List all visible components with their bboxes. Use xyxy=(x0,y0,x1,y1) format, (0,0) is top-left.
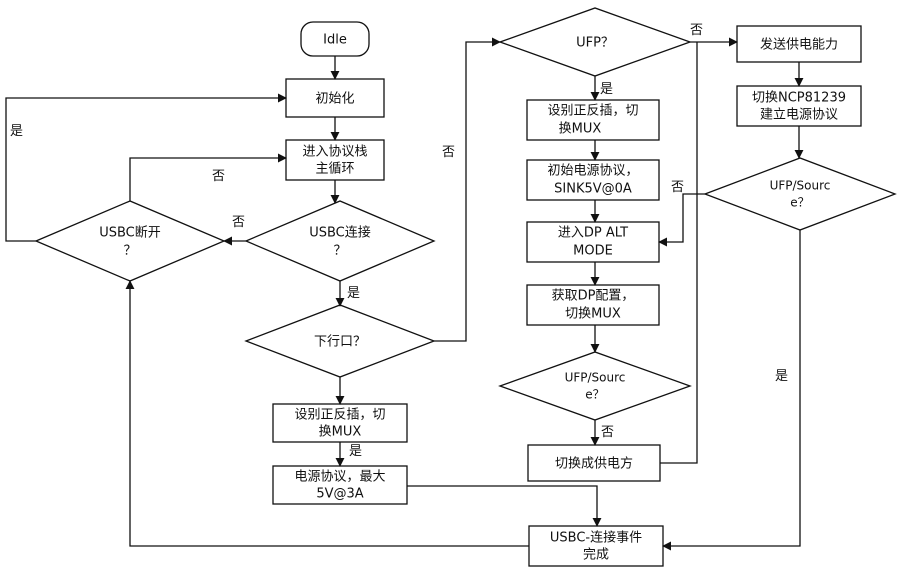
label-right-no: 否 xyxy=(671,180,684,195)
usbc-connect-text-2: ？ xyxy=(333,244,346,259)
label-disconnect-yes: 是 xyxy=(10,124,23,139)
idle-text: Idle xyxy=(323,33,347,48)
edge-power-done xyxy=(407,485,602,527)
ufp-source-right-text-2: e？ xyxy=(790,196,809,210)
edge-disconnect-no xyxy=(129,153,287,201)
mid-orient-text-2: 换MUX xyxy=(559,122,602,137)
label-right-yes: 是 xyxy=(775,369,788,384)
left-power-text-1: 电源协议，最大 xyxy=(294,470,385,485)
init-node xyxy=(285,78,385,118)
ufp-source-mid-text-2: e？ xyxy=(585,388,604,402)
usbc-done-text-2: 完成 xyxy=(583,548,609,563)
edge-right-yes xyxy=(662,230,801,551)
ufp-source-mid-decision xyxy=(498,351,692,421)
ufp-source-mid-text-1: UFP/Sourc xyxy=(565,371,626,385)
dfp-text: 下行口？ xyxy=(314,335,366,350)
edge-dfp-no xyxy=(434,37,501,342)
main-loop-text-1: 进入协议栈 xyxy=(302,145,367,160)
left-power-text-2: 5V@3A xyxy=(316,487,363,502)
left-orient-text-1: 设别正反插，切 xyxy=(294,408,385,423)
usbc-connect-decision xyxy=(244,200,436,282)
mid-init-power-text-2: SINK5V@0A xyxy=(554,182,632,197)
edge-done-back xyxy=(125,280,529,547)
label-dfp-no: 否 xyxy=(442,145,455,160)
left-orient-text-2: 换MUX xyxy=(319,425,362,440)
left-orient-node xyxy=(272,403,408,443)
usbc-done-text-1: USBC-连接事件 xyxy=(550,530,642,546)
label-dfp-yes: 是 xyxy=(349,444,362,459)
label-connect-yes: 是 xyxy=(347,286,360,301)
mid-init-power-node xyxy=(526,159,660,201)
ufp1-text: UFP？ xyxy=(576,36,614,51)
dp-alt-text-2: MODE xyxy=(573,244,613,259)
label-ufp-yes: 是 xyxy=(600,82,613,97)
main-loop-text-2: 主循环 xyxy=(315,162,354,177)
send-cap-text: 发送供电能力 xyxy=(760,37,838,53)
send-cap-node xyxy=(736,25,862,63)
edge-disconnect-yes xyxy=(5,93,287,242)
mid-orient-text-1: 设别正反插，切 xyxy=(547,104,638,119)
edge-switch-up xyxy=(660,42,698,464)
init-text: 初始化 xyxy=(315,92,354,107)
usbc-disconnect-text-1: USBC断开 xyxy=(99,226,161,241)
label-connect-no: 否 xyxy=(232,215,245,230)
ncp-text-2: 建立电源协议 xyxy=(760,108,838,123)
dp-config-text-2: 切换MUX xyxy=(565,307,621,322)
ncp-text-1: 切换NCP81239 xyxy=(752,91,846,106)
label-disconnect-no: 否 xyxy=(212,169,225,184)
dp-config-text-1: 获取DP配置， xyxy=(552,289,635,304)
dp-alt-text-1: 进入DP ALT xyxy=(558,226,628,241)
usbc-connect-text-1: USBC连接 xyxy=(309,225,371,241)
edge-right-no xyxy=(658,193,705,247)
label-ufpsource-no: 否 xyxy=(601,425,614,440)
label-ufp-no: 否 xyxy=(690,23,703,38)
left-power-node xyxy=(272,465,408,505)
mid-init-power-text-1: 初始电源协议， xyxy=(547,164,638,179)
ufp-source-right-decision xyxy=(703,157,897,231)
ufp-source-right-text-1: UFP/Sourc xyxy=(770,179,831,193)
switch-supply-text: 切换成供电方 xyxy=(555,456,633,472)
mid-orient-node xyxy=(526,99,660,141)
usbc-disconnect-decision xyxy=(34,200,226,282)
usbc-disconnect-text-2: ？ xyxy=(123,244,136,259)
dp-config-node xyxy=(526,284,660,326)
